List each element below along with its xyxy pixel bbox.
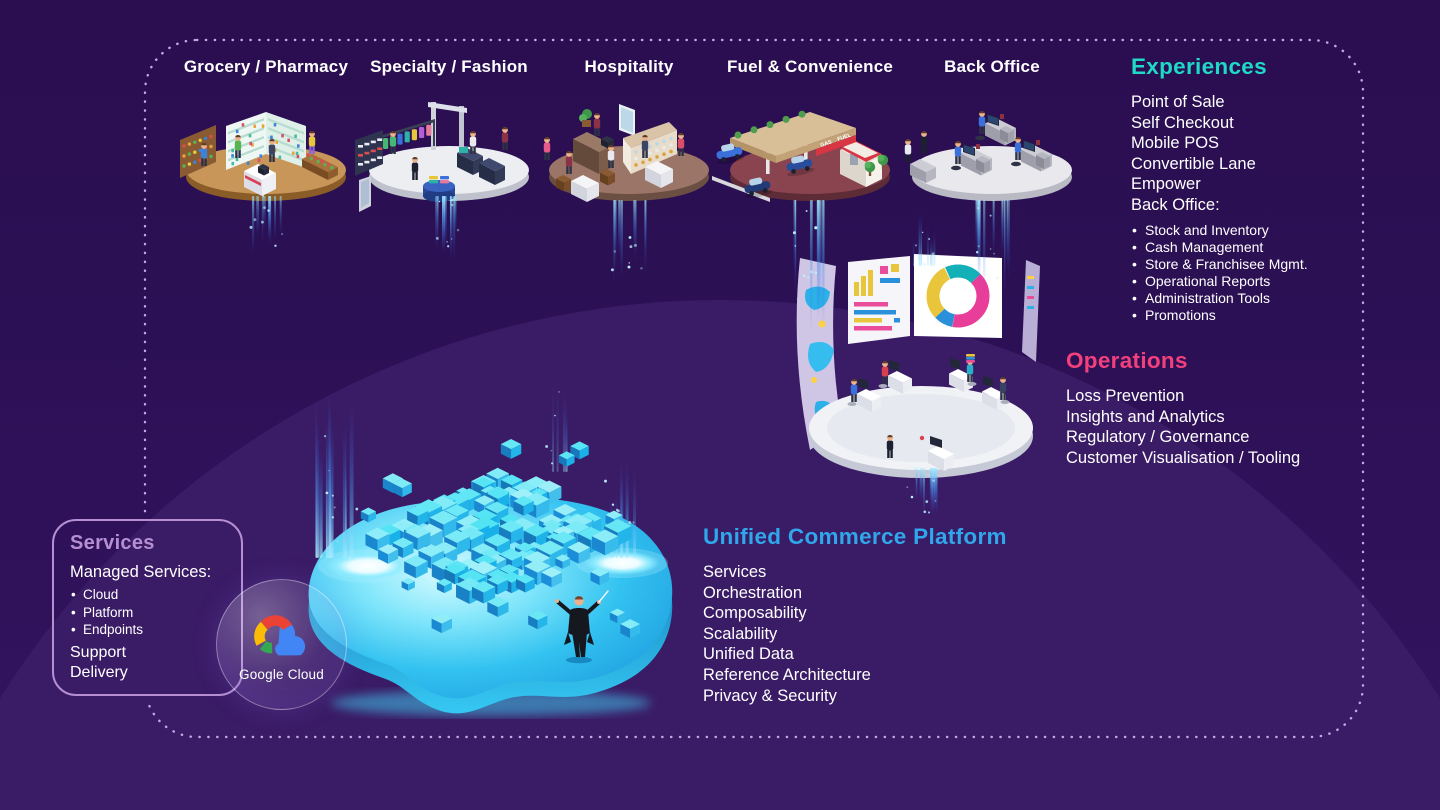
services-bullet-list: Cloud Platform Endpoints [70,586,241,639]
list-item: Cloud [70,586,241,604]
list-item: Self Checkout [1131,113,1234,132]
experiences-title: Experiences [1131,54,1267,79]
list-item: Composability [703,604,807,623]
list-item: Endpoints [70,621,241,639]
services-title: Services [70,532,155,554]
unified-commerce-platform-section: Unified Commerce Platform Services Orche… [703,524,1033,706]
list-item: Back Office: [1131,195,1220,214]
google-cloud-icon [253,615,305,656]
experiences-sub-list: Stock and Inventory Cash Management Stor… [1131,222,1381,324]
platform-label-specialty: Specialty / Fashion [370,57,528,76]
google-cloud-bubble: Google Cloud [216,579,347,710]
list-item: Orchestration [703,583,803,602]
list-item: Privacy & Security [703,686,837,705]
platform-label-backoffice: Back Office [944,57,1040,76]
list-item: Loss Prevention [1066,387,1185,405]
baton [598,590,609,603]
list-item: Cash Management [1131,239,1381,256]
services-item-list: Support Delivery [70,643,241,684]
list-item: Regulatory / Governance [1066,428,1250,447]
dashboard-screen-donut [914,254,1002,338]
unified-commerce-platform-title: Unified Commerce Platform [703,524,1007,549]
unified-platform-illustration [308,496,673,716]
list-item: Unified Data [703,645,794,664]
operations-section: Operations Loss Prevention Insights and … [1066,348,1396,468]
operations-list: Loss Prevention Insights and Analytics R… [1066,386,1396,468]
unified-commerce-platform-list: Services Orchestration Composability Sca… [703,562,1033,706]
platform-label-grocery: Grocery / Pharmacy [183,57,349,76]
list-item: Scalability [703,624,778,643]
fuel-convenience-illustration: GAS FUEL [712,110,890,202]
list-item: Promotions [1131,307,1381,324]
services-panel: Services Managed Services: Cloud Platfor… [52,519,243,696]
services-subtitle: Managed Services: [70,563,212,581]
list-item: Platform [70,604,241,622]
gas-sign-text: GAS [820,139,833,149]
experiences-section: Experiences Point of Sale Self Checkout … [1131,54,1381,324]
platform-label-hospitality: Hospitality [584,57,674,76]
list-item: Support [70,643,127,661]
fuel-sign-text: FUEL [837,132,853,142]
back-office-illustration [904,111,1072,201]
dashboard-screen-side [1022,260,1040,362]
experiences-list: Point of Sale Self Checkout Mobile POS C… [1131,92,1381,216]
list-item: Stock and Inventory [1131,222,1381,239]
specialty-fashion-illustration [355,102,529,212]
list-item: Convertible Lane [1131,154,1256,173]
hospitality-illustration [543,104,709,202]
list-item: Empower [1131,175,1201,194]
google-cloud-label: Google Cloud [239,667,324,682]
platform-label-fuel: Fuel & Convenience [726,57,894,76]
list-item: Operational Reports [1131,273,1381,290]
list-item: Point of Sale [1131,93,1225,111]
list-item: Delivery [70,664,128,681]
list-item: Mobile POS [1131,134,1220,153]
list-item: Services [703,563,767,581]
conductor-figure [555,590,609,664]
list-item: Store & Franchisee Mgmt. [1131,256,1381,273]
list-item: Reference Architecture [703,665,871,684]
list-item: Customer Visualisation / Tooling [1066,448,1301,467]
dashboard-screen-bars [848,256,910,344]
list-item: Administration Tools [1131,290,1381,307]
list-item: Insights and Analytics [1066,407,1225,426]
grocery-pharmacy-illustration [180,112,346,201]
operations-title: Operations [1066,348,1188,373]
